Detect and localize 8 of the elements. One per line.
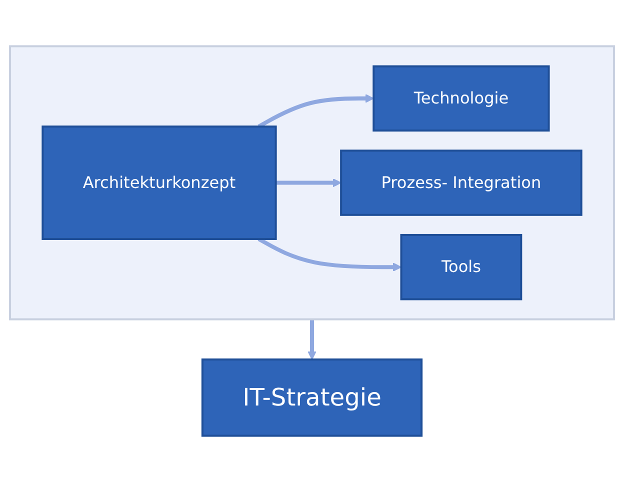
cluster [9, 45, 615, 320]
arrow [308, 319, 316, 360]
node-box: Architekturkonzept [42, 126, 277, 240]
node-box: IT-Strategie [201, 358, 423, 437]
node-box: Prozess- Integration [340, 150, 582, 216]
node-box: Technologie [372, 65, 550, 132]
node-box: Tools [400, 234, 522, 300]
arrow [276, 178, 342, 188]
